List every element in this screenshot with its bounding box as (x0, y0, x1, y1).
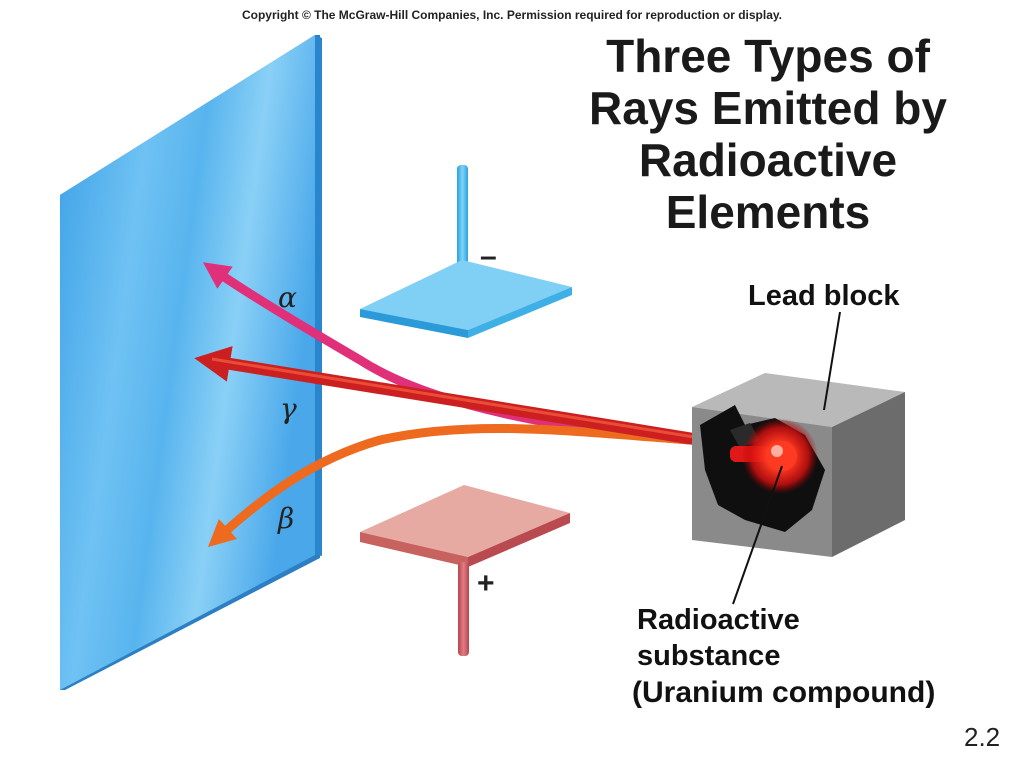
gamma-label: γ (280, 392, 297, 425)
detection-screen (60, 35, 322, 690)
copyright-notice: Copyright © The McGraw-Hill Companies, I… (241, 8, 783, 22)
plus-sign: + (477, 567, 495, 600)
beta-ray (207, 423, 695, 548)
substance-label-line1: Radioactive (637, 604, 800, 636)
negative-plate (360, 165, 572, 338)
substance-label-line3: (Uranium compound) (632, 676, 936, 709)
minus-sign: – (480, 240, 497, 273)
lead-block-label: Lead block (748, 280, 900, 312)
substance-label-line2: substance (637, 640, 781, 672)
rays (194, 262, 706, 548)
slide-number: 2.2 (964, 722, 1001, 752)
alpha-label: α (278, 281, 297, 314)
lead-block-leader (823, 311, 841, 411)
gamma-ray (194, 346, 706, 446)
radioactive-source (730, 418, 818, 494)
substance-leader (732, 465, 783, 605)
positive-plate (360, 485, 570, 656)
diagram-title: Three Types of Rays Emitted by Radioacti… (589, 30, 947, 238)
beta-label: β (278, 502, 295, 535)
